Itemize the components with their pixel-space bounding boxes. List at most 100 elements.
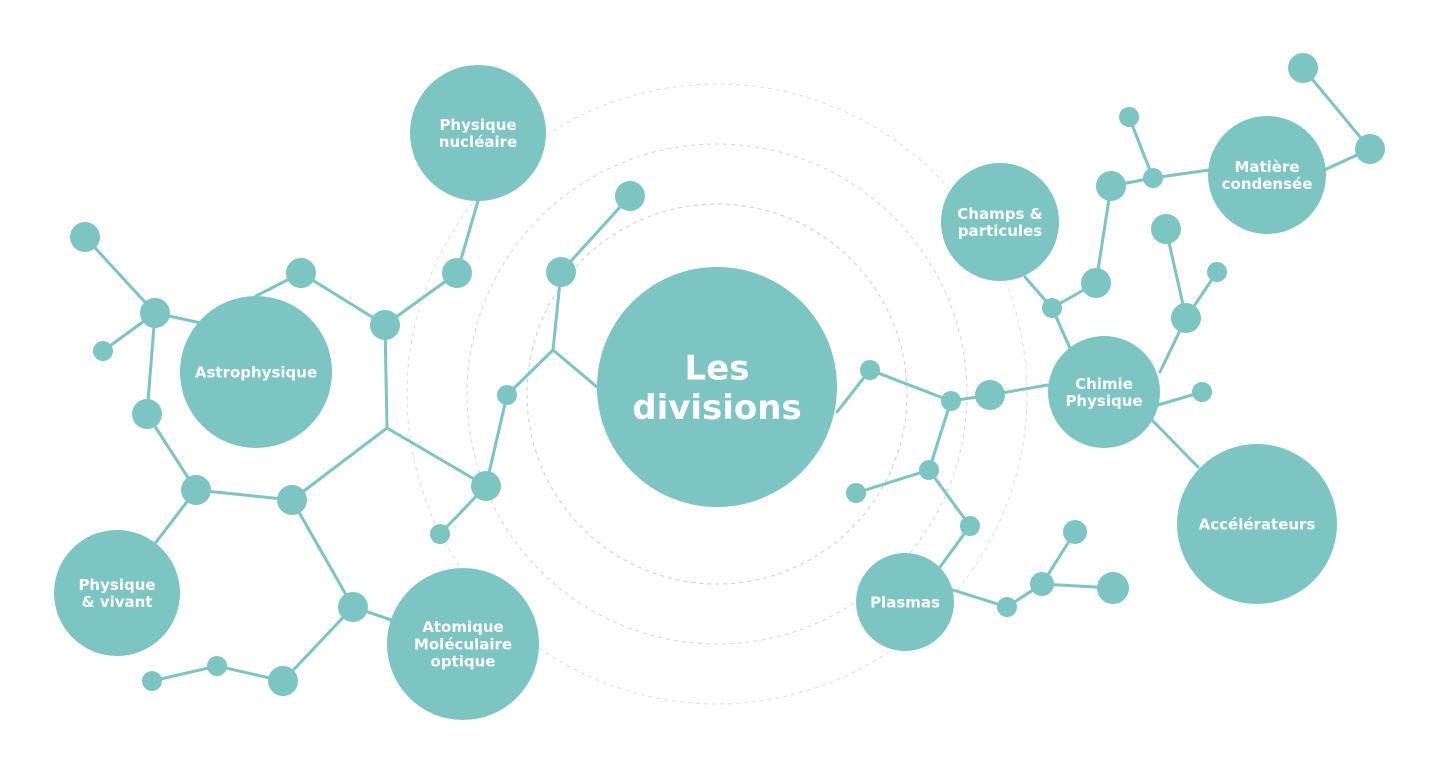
division-node-acc-label-line: Accélérateurs bbox=[1199, 515, 1316, 533]
atom-dot bbox=[1143, 168, 1163, 188]
connector-line bbox=[299, 271, 387, 327]
atom-dot bbox=[132, 399, 162, 429]
division-node-champs-label-line: particules bbox=[958, 222, 1042, 240]
division-node-chimie-label-line: Physique bbox=[1065, 392, 1142, 410]
division-node-astro[interactable]: Astrophysique bbox=[180, 296, 332, 448]
division-node-matiere-label-line: condensée bbox=[1222, 175, 1313, 193]
connector-line bbox=[383, 323, 389, 430]
connector-line bbox=[868, 368, 953, 403]
atom-dot bbox=[207, 656, 227, 676]
atom-dot bbox=[1042, 298, 1062, 318]
connector-line bbox=[150, 664, 219, 683]
division-node-matiere-circle[interactable] bbox=[1208, 116, 1326, 234]
connector-line bbox=[1164, 227, 1188, 320]
division-node-amo-label-line: Moléculaire bbox=[414, 635, 512, 653]
atom-dot bbox=[70, 222, 100, 252]
atom-dot bbox=[471, 471, 501, 501]
division-node-chimie-label-line: Chimie bbox=[1075, 375, 1133, 393]
atom-dot bbox=[181, 475, 211, 505]
division-node-amo-label-line: Atomique bbox=[422, 618, 503, 636]
atom-dot bbox=[277, 485, 307, 515]
division-node-vivant-label-line: Physique bbox=[78, 576, 155, 594]
division-nodes: LesdivisionsPhysiquenucléaireAstrophysiq… bbox=[54, 65, 1337, 720]
division-node-acc-circle[interactable] bbox=[1177, 444, 1337, 604]
division-node-vivant-circle[interactable] bbox=[54, 530, 180, 656]
atom-dot bbox=[1171, 303, 1201, 333]
atom-dot bbox=[338, 592, 368, 622]
connector-line bbox=[1150, 418, 1200, 469]
connector-line bbox=[145, 311, 157, 416]
atom-dot bbox=[997, 597, 1017, 617]
connector-line bbox=[1301, 66, 1372, 151]
atom-dot bbox=[1355, 134, 1385, 164]
atom-dot bbox=[846, 483, 866, 503]
division-node-nuc-label-line: nucléaire bbox=[439, 133, 517, 151]
atom-dot bbox=[286, 258, 316, 288]
connector-line bbox=[290, 498, 355, 609]
connector-line bbox=[927, 468, 972, 528]
connector-line bbox=[1127, 115, 1155, 180]
division-node-amo-label-line: optique bbox=[431, 653, 496, 671]
connector-line bbox=[484, 393, 509, 488]
division-node-astro-circle[interactable] bbox=[180, 296, 332, 448]
center-node-les-divisions-circle bbox=[597, 267, 837, 507]
division-node-chimie-circle[interactable] bbox=[1048, 336, 1160, 448]
division-node-astro-label-line: Astrophysique bbox=[195, 363, 317, 381]
dashed-ring-2 bbox=[466, 143, 968, 645]
division-node-nuc-circle[interactable] bbox=[410, 65, 546, 201]
atom-dot bbox=[1081, 268, 1111, 298]
division-node-champs-label-line: Champs & bbox=[957, 205, 1042, 223]
division-node-vivant[interactable]: Physique& vivant bbox=[54, 530, 180, 656]
division-node-plasmas-circle[interactable] bbox=[856, 553, 954, 651]
connector-line bbox=[281, 605, 355, 683]
atom-dot bbox=[268, 666, 298, 696]
atom-dot bbox=[140, 298, 170, 328]
atom-dot bbox=[1097, 572, 1129, 604]
atom-dot bbox=[960, 516, 980, 536]
atom-dot bbox=[142, 671, 162, 691]
division-node-champs[interactable]: Champs &particules bbox=[941, 163, 1059, 281]
center-node-les-divisions-label-line: divisions bbox=[632, 388, 802, 428]
connector-line bbox=[505, 348, 555, 397]
division-node-champs-circle[interactable] bbox=[941, 163, 1059, 281]
division-node-matiere-label-line: Matière bbox=[1234, 158, 1299, 176]
atom-dot bbox=[430, 524, 450, 544]
dashed-ring-3 bbox=[406, 83, 1028, 705]
connector-line bbox=[551, 348, 599, 389]
atom-dot bbox=[1192, 382, 1212, 402]
connector-line bbox=[559, 194, 632, 274]
atom-dot bbox=[497, 385, 517, 405]
atom-dot bbox=[1207, 262, 1227, 282]
division-node-acc[interactable]: Accélérateurs bbox=[1177, 444, 1337, 604]
atom-dot bbox=[941, 391, 961, 411]
connector-line bbox=[385, 426, 488, 488]
atom-dot bbox=[1030, 572, 1054, 596]
connector-line bbox=[83, 235, 157, 315]
division-node-plasmas[interactable]: Plasmas bbox=[856, 553, 954, 651]
division-node-vivant-label-line: & vivant bbox=[82, 593, 153, 611]
atom-dot bbox=[1151, 214, 1181, 244]
atom-dot bbox=[370, 310, 400, 340]
dashed-ring-1 bbox=[526, 203, 908, 585]
center-node-les-divisions-label-line: Les bbox=[685, 349, 750, 389]
atom-dot bbox=[615, 181, 645, 211]
atom-dot bbox=[1119, 107, 1139, 127]
concentric-rings bbox=[406, 83, 1028, 705]
atom-dot bbox=[860, 360, 880, 380]
connector-line bbox=[927, 399, 953, 472]
connector-line bbox=[854, 468, 931, 495]
division-node-plasmas-label-line: Plasmas bbox=[870, 593, 940, 611]
atom-dot bbox=[442, 258, 472, 288]
division-node-nuc-label-line: Physique bbox=[439, 116, 516, 134]
small-atoms bbox=[70, 53, 1385, 696]
division-node-amo-circle[interactable] bbox=[387, 568, 539, 720]
atom-dot bbox=[1063, 520, 1087, 544]
connector-line bbox=[145, 412, 198, 492]
connector-line bbox=[194, 488, 294, 502]
